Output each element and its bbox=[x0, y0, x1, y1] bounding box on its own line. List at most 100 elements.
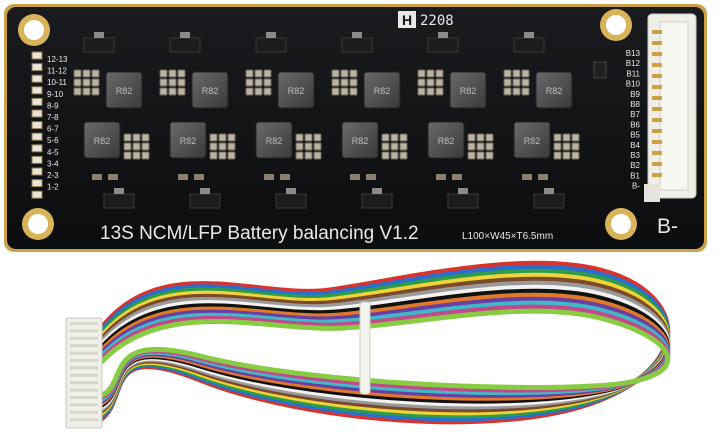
mosfet bbox=[103, 193, 135, 209]
smd-capacitor bbox=[399, 142, 408, 151]
smd-capacitor bbox=[553, 133, 562, 142]
smd-capacitor bbox=[218, 142, 227, 151]
mosfet bbox=[275, 193, 307, 209]
smd-capacitor bbox=[245, 87, 254, 96]
power-inductor bbox=[535, 71, 573, 109]
smd-capacitor bbox=[331, 87, 340, 96]
harness-pin bbox=[70, 403, 98, 407]
smd-capacitor bbox=[340, 87, 349, 96]
smd-capacitor bbox=[476, 133, 485, 142]
smd-capacitor bbox=[304, 151, 313, 160]
smd-capacitor bbox=[512, 69, 521, 78]
date-code-prefix: H bbox=[402, 12, 412, 28]
smd-capacitor bbox=[168, 69, 177, 78]
smd-capacitor bbox=[417, 87, 426, 96]
b-pin-label: B13 bbox=[626, 49, 641, 58]
pcb-board: 12-1311-1210-119-108-97-86-75-64-53-42-3… bbox=[4, 4, 707, 252]
smd-capacitor bbox=[159, 69, 168, 78]
smd-capacitor bbox=[485, 133, 494, 142]
power-inductor bbox=[427, 121, 465, 159]
smd-capacitor bbox=[304, 142, 313, 151]
smd-capacitor bbox=[399, 151, 408, 160]
smd-capacitor bbox=[349, 69, 358, 78]
inductor-marking: R82 bbox=[266, 136, 283, 146]
mosfet bbox=[513, 37, 545, 53]
b-pin-label: B7 bbox=[630, 110, 640, 119]
mounting-hole bbox=[22, 208, 54, 240]
b-pin-label: B6 bbox=[630, 120, 640, 129]
smd-capacitor bbox=[390, 133, 399, 142]
smd-capacitor bbox=[435, 69, 444, 78]
connector-pin bbox=[652, 85, 662, 89]
connector-pin bbox=[652, 107, 662, 111]
smd-capacitor bbox=[512, 78, 521, 87]
smd-capacitor bbox=[132, 133, 141, 142]
smd-capacitor bbox=[218, 133, 227, 142]
mounting-hole bbox=[18, 14, 50, 46]
smd-capacitor bbox=[73, 69, 82, 78]
smd-capacitor bbox=[562, 133, 571, 142]
mosfet bbox=[533, 193, 565, 209]
smd-capacitor bbox=[571, 142, 580, 151]
smd-capacitor bbox=[218, 151, 227, 160]
smd-capacitor bbox=[467, 151, 476, 160]
harness-wire bbox=[97, 308, 670, 399]
cell-pair-labels: 12-1311-1210-119-108-97-86-75-64-53-42-3… bbox=[47, 55, 68, 192]
inductor-marking: R82 bbox=[94, 136, 111, 146]
cell-pair-label: 3-4 bbox=[47, 159, 59, 168]
led bbox=[31, 144, 43, 153]
smd-capacitor bbox=[512, 87, 521, 96]
smd-capacitor bbox=[82, 69, 91, 78]
smd-resistor bbox=[178, 174, 188, 180]
power-inductor bbox=[513, 121, 551, 159]
connector-pin bbox=[652, 41, 662, 45]
mosfet bbox=[427, 37, 459, 53]
b-pin-label: B2 bbox=[630, 161, 640, 170]
b-pin-label: B9 bbox=[630, 90, 640, 99]
cell-pair-label: 6-7 bbox=[47, 125, 59, 134]
smd-capacitor bbox=[562, 151, 571, 160]
led bbox=[31, 74, 43, 83]
smd-capacitor bbox=[295, 142, 304, 151]
power-inductor bbox=[105, 71, 143, 109]
smd-capacitor bbox=[521, 69, 530, 78]
b-pin-label: B11 bbox=[626, 69, 640, 78]
smd-capacitor bbox=[91, 78, 100, 87]
date-code-text: 2208 bbox=[420, 13, 454, 29]
smd-resistor bbox=[538, 174, 548, 180]
smd-capacitor bbox=[399, 133, 408, 142]
harness-pin bbox=[70, 396, 98, 399]
smd-capacitor bbox=[476, 142, 485, 151]
smd-capacitor bbox=[209, 151, 218, 160]
smd-capacitor bbox=[141, 151, 150, 160]
cell-pair-label: 10-11 bbox=[47, 78, 67, 87]
b-pin-label: B5 bbox=[630, 131, 640, 140]
smd-capacitor bbox=[503, 78, 512, 87]
mounting-hole bbox=[605, 208, 637, 240]
harness-pin bbox=[70, 359, 98, 362]
smd-capacitor bbox=[254, 78, 263, 87]
smd-capacitor bbox=[209, 133, 218, 142]
inductor-marking: R82 bbox=[460, 86, 477, 96]
smd-resistor bbox=[92, 174, 102, 180]
power-inductor bbox=[83, 121, 121, 159]
smd-capacitor bbox=[263, 78, 272, 87]
mosfet bbox=[361, 193, 393, 209]
harness-pin bbox=[70, 366, 98, 370]
smd-capacitor bbox=[426, 87, 435, 96]
smd-capacitor bbox=[467, 142, 476, 151]
led bbox=[31, 121, 43, 130]
smd-capacitor bbox=[417, 69, 426, 78]
inductor-marking: R82 bbox=[288, 86, 305, 96]
smd-capacitor bbox=[467, 133, 476, 142]
power-inductor bbox=[363, 71, 401, 109]
harness-pin bbox=[70, 410, 98, 414]
smd-capacitor bbox=[571, 133, 580, 142]
smd-capacitor bbox=[435, 78, 444, 87]
